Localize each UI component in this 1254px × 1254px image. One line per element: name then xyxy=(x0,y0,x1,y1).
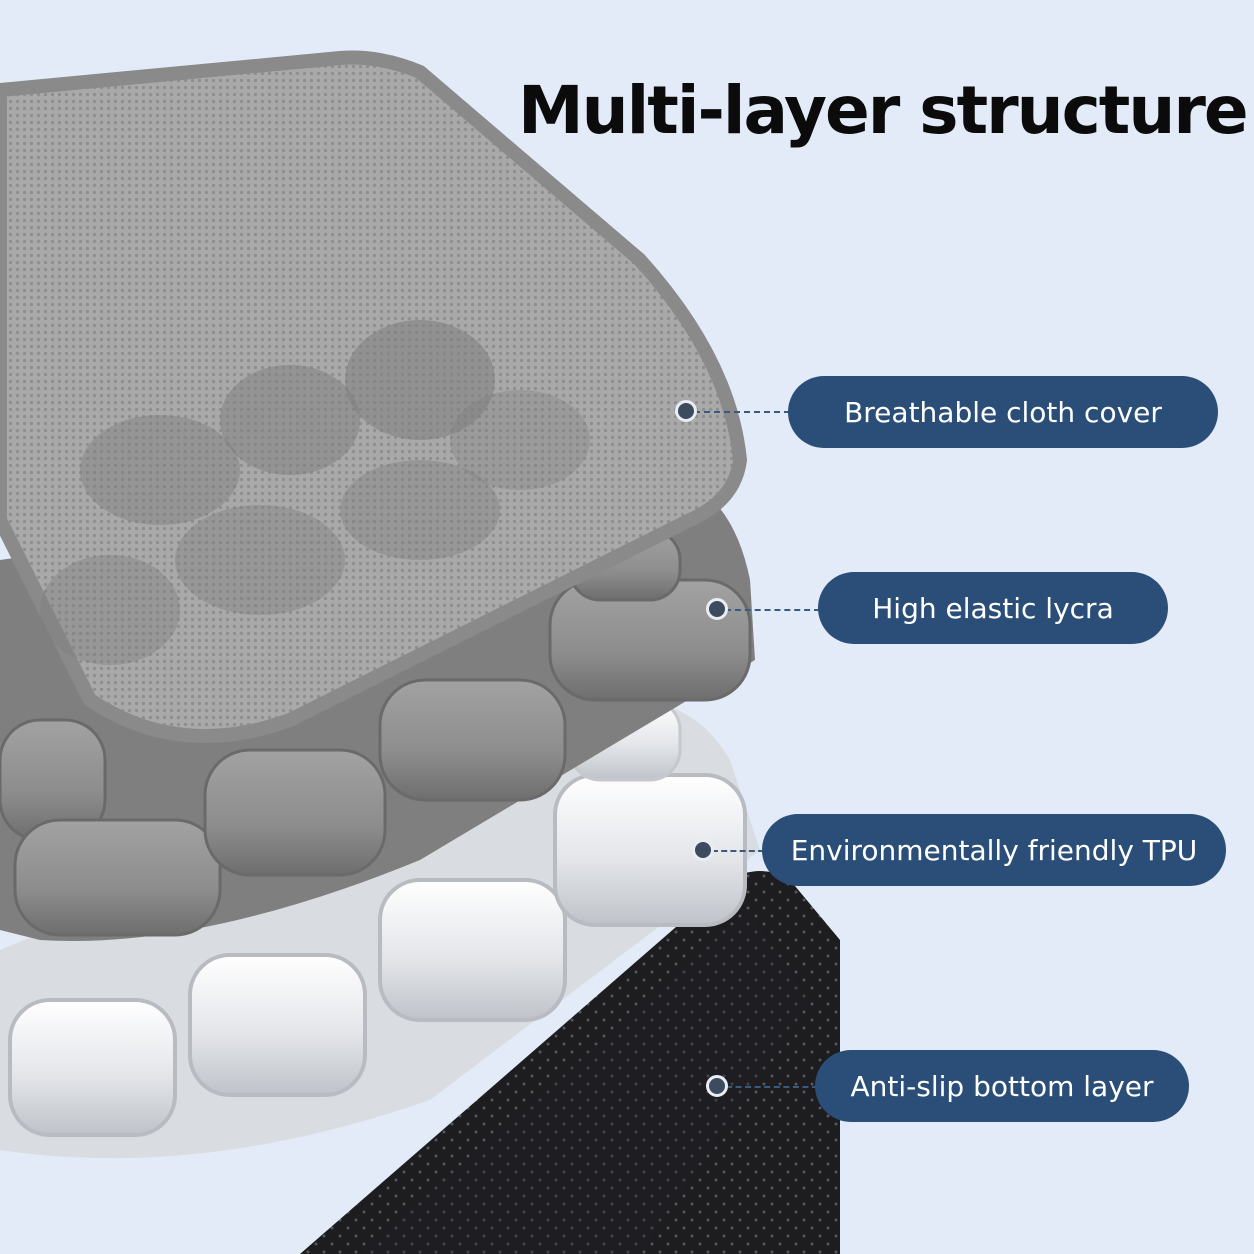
marker-dot-cloth-cover xyxy=(675,400,697,422)
callout-lycra: High elastic lycra xyxy=(818,572,1168,644)
cloth-cover-graphic xyxy=(0,50,747,743)
callout-cloth-cover: Breathable cloth cover xyxy=(788,376,1218,448)
anti-slip-layer-graphic xyxy=(300,871,840,1254)
leader-line-anti-slip xyxy=(726,1086,818,1088)
tpu-layer-graphic xyxy=(0,698,760,1159)
callout-label: Breathable cloth cover xyxy=(844,395,1162,429)
callout-tpu: Environmentally friendly TPU xyxy=(762,814,1226,886)
callout-label: Anti-slip bottom layer xyxy=(850,1069,1154,1103)
page-title: Multi-layer structure xyxy=(518,72,1249,149)
leader-line-tpu xyxy=(712,850,764,852)
leader-line-lycra xyxy=(725,609,820,611)
callout-label: High elastic lycra xyxy=(872,591,1114,625)
marker-dot-tpu xyxy=(692,839,714,861)
marker-dot-anti-slip xyxy=(706,1075,728,1097)
leader-line-cloth-cover xyxy=(694,411,790,413)
callout-label: Environmentally friendly TPU xyxy=(790,833,1198,867)
marker-dot-lycra xyxy=(706,598,728,620)
callout-anti-slip: Anti-slip bottom layer xyxy=(815,1050,1189,1122)
